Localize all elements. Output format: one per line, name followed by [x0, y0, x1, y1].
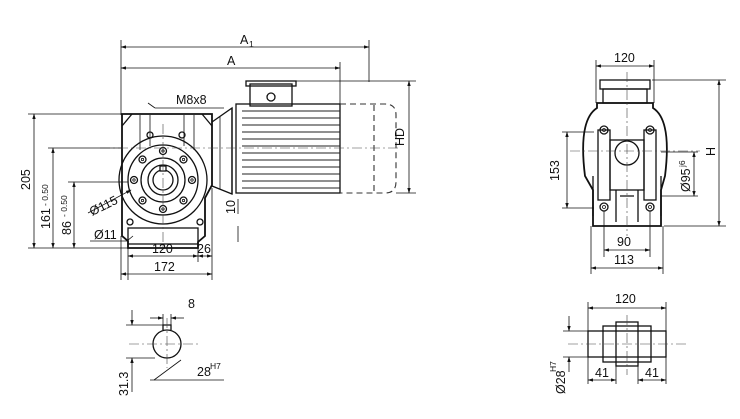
dim-41-right-label: 41 [645, 366, 659, 380]
dim-161-tolerance: - 0.50 [40, 184, 50, 206]
dim-dia28-tolerance: H7 [548, 361, 558, 372]
output-flange [118, 131, 208, 226]
dimension-m8x8: M8x8 [147, 93, 224, 109]
dimension-dia28: Ø28 H7 [548, 316, 588, 394]
dim-172-label: 172 [154, 260, 175, 274]
dimension-a1: A 1 [120, 33, 370, 115]
dimension-28h7: 28 H7 [150, 359, 224, 381]
dim-a1-label: A [240, 33, 249, 47]
dimension-120-26: 120 26 [127, 188, 213, 280]
dimension-153: 153 [548, 131, 594, 209]
dim-dia95-label: Ø95 [679, 168, 693, 192]
side-view: A 1 A M8x8 HD 205 [19, 33, 416, 280]
keyway-detail: 8 31.3 28 H7 [117, 297, 224, 396]
dim-m8x8-label: M8x8 [176, 93, 207, 107]
dimension-205: 205 [19, 113, 128, 249]
dimension-shaft-120: 120 [587, 292, 667, 331]
dimension-86: 86 - 0.50 [59, 181, 128, 249]
dim-86-label: 86 [60, 221, 74, 235]
dim-a1-subscript: 1 [249, 39, 254, 49]
dim-10-label: 10 [224, 200, 238, 214]
dim-161-label: 161 [39, 208, 53, 229]
dimension-dia115: Ø115 [87, 189, 132, 219]
dim-dia115-label: Ø115 [87, 193, 120, 219]
dimension-31-3: 31.3 [117, 310, 163, 396]
dim-a-label: A [227, 54, 236, 68]
front-view: 120 153 H Ø95 j6 90 [548, 51, 726, 274]
dim-front-120-label: 120 [614, 51, 635, 65]
dimension-113: 113 [590, 226, 664, 274]
dim-dia95-tolerance: j6 [677, 160, 687, 168]
dim-120-label: 120 [152, 242, 173, 256]
dim-113-label: 113 [614, 253, 634, 267]
dim-28-tolerance: H7 [210, 361, 221, 371]
dim-153-label: 153 [548, 160, 562, 181]
dimension-front-120: 120 [595, 51, 655, 103]
dimension-h: H [652, 79, 726, 227]
dim-shaft-120-label: 120 [615, 292, 636, 306]
dim-41-left-label: 41 [595, 366, 609, 380]
dim-86-tolerance: - 0.50 [59, 195, 69, 217]
dim-28-label: 28 [197, 365, 211, 379]
dimension-8: 8 [150, 297, 195, 325]
dimension-dia95: Ø95 j6 [661, 151, 698, 197]
dim-h-label: H [704, 147, 718, 156]
dimension-a: A [120, 54, 341, 104]
dimension-10: 10 [224, 199, 239, 242]
dimension-41-pair: 41 41 [587, 357, 667, 384]
dim-90-label: 90 [617, 235, 631, 249]
dimension-172: 172 [120, 236, 213, 280]
dim-8-label: 8 [188, 297, 195, 311]
dim-205-label: 205 [19, 169, 33, 190]
dim-dia28-label: Ø28 [554, 370, 568, 394]
dim-hd-label: HD [393, 128, 407, 146]
dimension-90: 90 [603, 211, 651, 257]
dim-dia11-label: Ø11 [94, 228, 117, 242]
dim-31-3-label: 31.3 [117, 372, 131, 396]
shaft-detail: 120 Ø28 H7 41 41 [548, 292, 686, 394]
electric-motor [211, 80, 397, 195]
dimension-161: 161 - 0.50 [39, 147, 122, 249]
dim-26-label: 26 [197, 242, 211, 256]
dimension-hd: HD [296, 80, 416, 194]
